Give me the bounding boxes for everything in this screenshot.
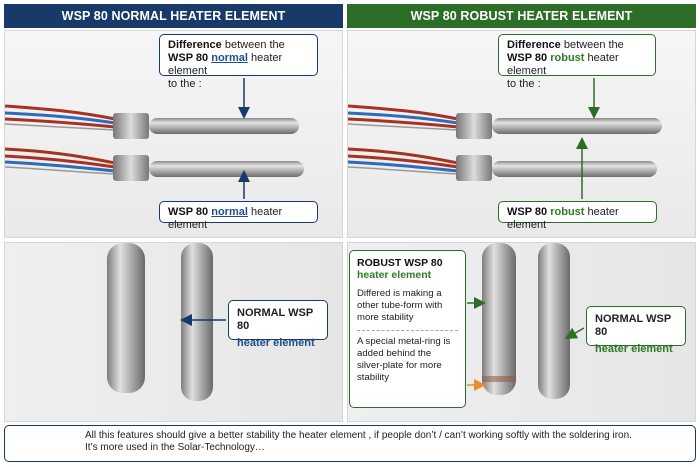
normal-closeup-callout: NORMAL WSP 80 heater element bbox=[228, 300, 328, 349]
wires-lower-robust bbox=[348, 147, 459, 175]
thread-upper-robust bbox=[456, 113, 492, 139]
footer-line-1: All this features should give a better s… bbox=[85, 430, 632, 441]
heater-elements-illustration bbox=[5, 104, 304, 181]
robust-text-tubeform: Differed is making a other tube-form wit… bbox=[357, 288, 443, 323]
footer-line-2: It’s more used in the Solar-Technology… bbox=[85, 442, 265, 453]
wires-lower bbox=[5, 147, 116, 175]
divider bbox=[357, 330, 458, 331]
thread-upper bbox=[113, 113, 149, 139]
thread-lower-robust bbox=[456, 155, 492, 181]
thread-lower bbox=[113, 155, 149, 181]
rod-lower bbox=[149, 161, 304, 177]
closeup-rod-left bbox=[107, 243, 145, 393]
label-callout-normal: WSP 80 normal heater element bbox=[159, 201, 318, 231]
robust-description-box: ROBUST WSP 80 heater element Differed is… bbox=[349, 250, 466, 408]
rod-upper bbox=[149, 118, 299, 134]
footer-note: All this features should give a better s… bbox=[4, 425, 696, 462]
heater-elements-illustration-robust bbox=[348, 104, 662, 181]
difference-callout-normal: Difference between the WSP 80 normal hea… bbox=[159, 34, 318, 90]
label-callout-robust: WSP 80 robust heater element bbox=[498, 201, 657, 231]
closeup-rods-normal bbox=[107, 243, 213, 401]
wires-upper bbox=[5, 104, 116, 131]
closeup-rod-robust bbox=[482, 243, 516, 395]
rod-upper-robust bbox=[492, 118, 662, 134]
difference-callout-robust: Difference between the WSP 80 robust hea… bbox=[498, 34, 656, 90]
robust-text-metalring: A special metal-ring is added behind the… bbox=[357, 336, 451, 383]
wires-upper-robust bbox=[348, 104, 459, 131]
rod-lower-robust bbox=[492, 161, 657, 177]
normal-closeup-callout-right: NORMAL WSP 80 heater element bbox=[586, 306, 686, 355]
closeup-rods-robust bbox=[482, 243, 570, 399]
closeup-rod-right bbox=[181, 243, 213, 401]
metal-ring bbox=[482, 376, 516, 382]
closeup-rod-normal bbox=[538, 243, 570, 399]
header-robust: WSP 80 ROBUST HEATER ELEMENT bbox=[347, 4, 696, 28]
photo-normal-closeup bbox=[4, 242, 343, 422]
header-normal: WSP 80 NORMAL HEATER ELEMENT bbox=[4, 4, 343, 28]
